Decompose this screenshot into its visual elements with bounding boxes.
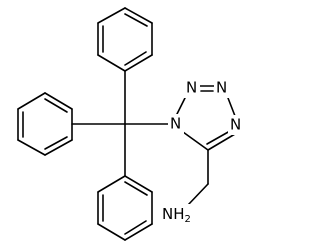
atom-n4-label: N bbox=[230, 116, 241, 134]
bond-left-ring-inner-1 bbox=[44, 98, 68, 113]
atom-n3-label: N bbox=[216, 79, 227, 97]
atom-n3-background bbox=[214, 78, 230, 98]
amine-label-subscript: 2 bbox=[185, 214, 191, 225]
bond-bottom-ring-6 bbox=[97, 175, 126, 193]
bond-ch2-nh2 bbox=[187, 183, 209, 206]
atom-n2-label: N bbox=[186, 79, 197, 97]
bond-left-ring-4 bbox=[17, 139, 46, 156]
atom-amine-background bbox=[160, 204, 192, 226]
bond-n4-c5 bbox=[207, 133, 236, 151]
atom-n4-background bbox=[228, 115, 244, 135]
bond-left-ring-6 bbox=[17, 92, 46, 110]
bond-n4-c5-double bbox=[206, 130, 231, 145]
bond-left-ring-1 bbox=[44, 92, 73, 110]
bond-bottom-ring-4 bbox=[97, 223, 126, 241]
bond-top-ring-inner-2 bbox=[124, 51, 147, 66]
atom-n1-background bbox=[168, 114, 184, 134]
bond-c5-n1 bbox=[182, 131, 209, 151]
atom-n2-background bbox=[184, 78, 200, 98]
bond-top-ring-1 bbox=[124, 7, 153, 24]
bond-top-ring-6 bbox=[97, 7, 126, 24]
bond-bottom-ring-1 bbox=[124, 175, 153, 193]
bond-top-ring-4 bbox=[97, 54, 126, 72]
bond-top-ring-inner-1 bbox=[124, 13, 148, 27]
bond-n1-n2 bbox=[175, 97, 186, 117]
atom-amine-label: NH2 bbox=[162, 205, 191, 226]
bond-bottom-ring-3 bbox=[124, 223, 153, 241]
bond-left-ring-inner-2 bbox=[44, 136, 68, 150]
atom-labels: N N N N NH2 bbox=[160, 78, 244, 226]
atom-n1-label: N bbox=[170, 115, 181, 133]
bonds bbox=[17, 7, 236, 241]
bond-top-ring-3 bbox=[124, 54, 153, 72]
chemical-structure: N N N N NH2 bbox=[17, 7, 244, 241]
bond-bottom-ring-inner-1 bbox=[124, 181, 148, 196]
bond-n3-n4 bbox=[227, 97, 236, 117]
bond-left-ring-3 bbox=[44, 139, 73, 156]
bond-bottom-ring-inner-2 bbox=[124, 220, 147, 235]
amine-label-main: NH bbox=[162, 205, 185, 223]
